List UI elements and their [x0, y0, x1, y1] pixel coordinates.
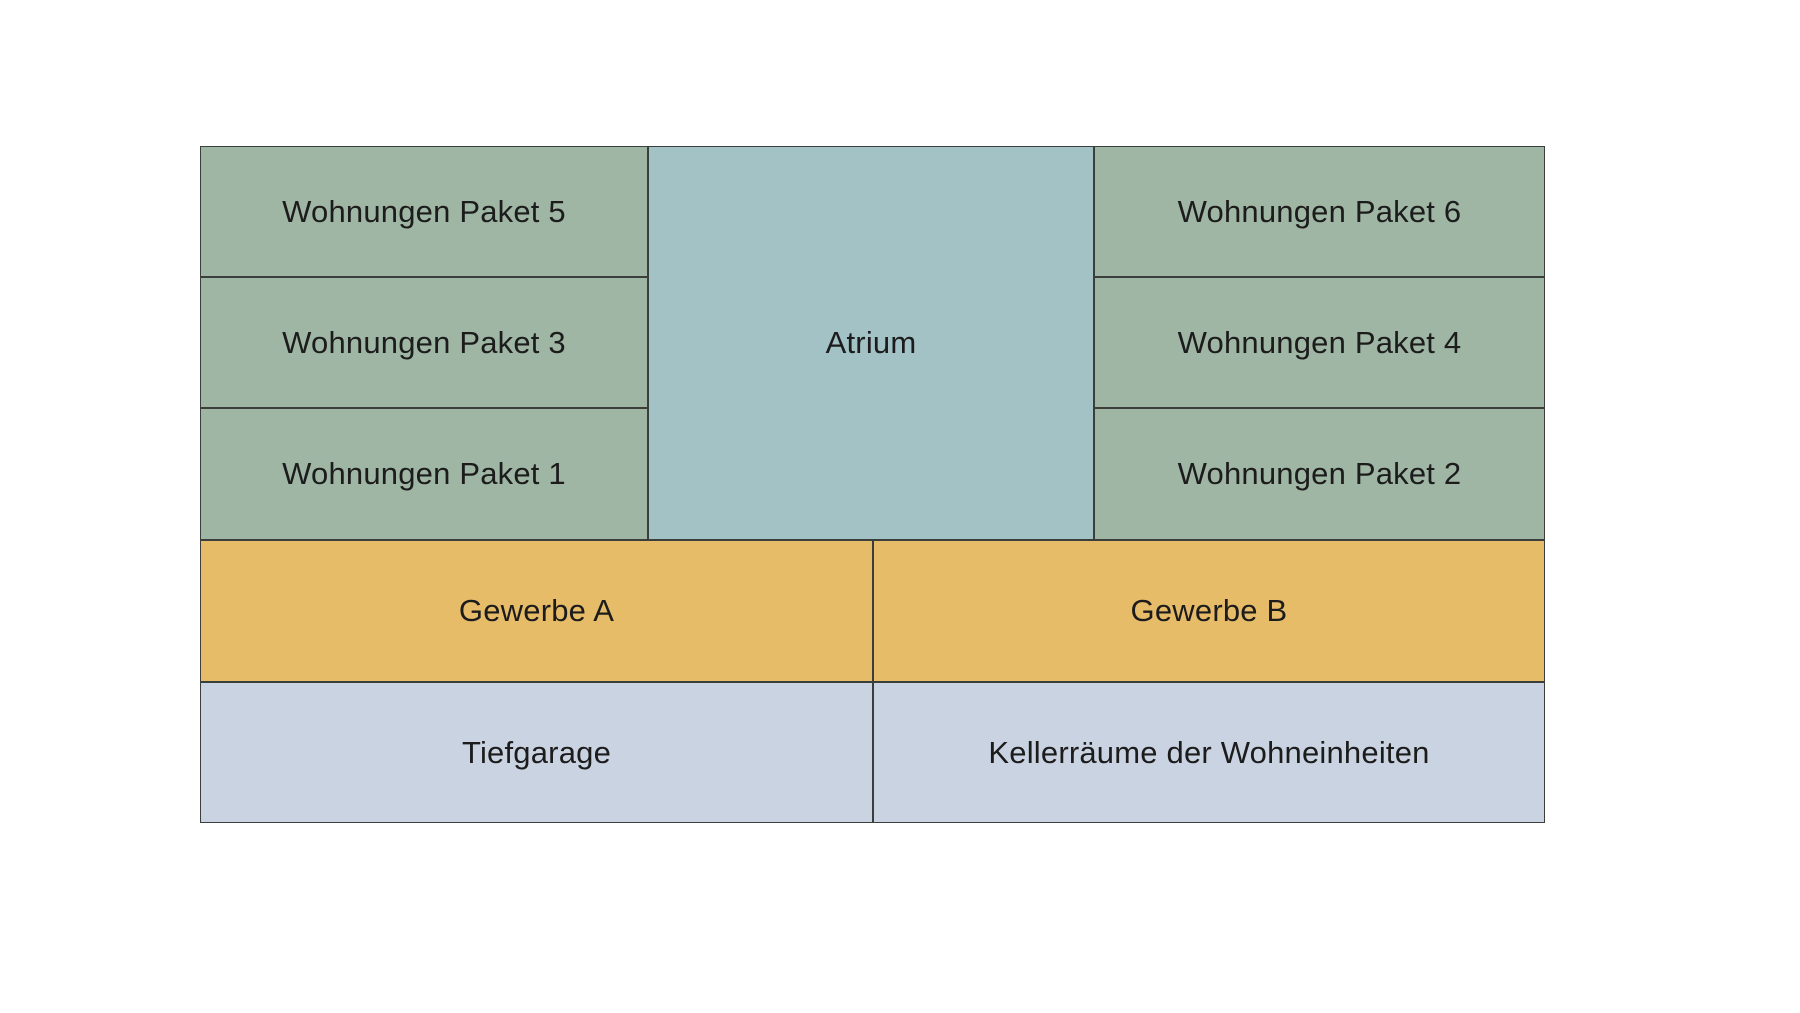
block-label: Wohnungen Paket 2 — [1177, 456, 1462, 491]
block-tiefgarage: Tiefgarage — [200, 682, 873, 823]
block-label: Wohnungen Paket 4 — [1177, 324, 1462, 360]
block-label: Gewerbe A — [458, 593, 615, 628]
block-wohnungen-paket-2: Wohnungen Paket 2 — [1094, 408, 1545, 540]
block-label: Wohnungen Paket 5 — [282, 193, 566, 229]
block-wohnungen-paket-1: Wohnungen Paket 1 — [200, 408, 648, 540]
block-atrium: Atrium — [648, 146, 1094, 540]
block-wohnungen-paket-4: Wohnungen Paket 4 — [1094, 277, 1545, 408]
block-kellerraeume: Kellerräume der Wohneinheiten — [873, 682, 1545, 823]
block-label: Kellerräume der Wohneinheiten — [988, 734, 1430, 770]
block-label: Gewerbe B — [1130, 593, 1288, 628]
block-label: Atrium — [825, 325, 917, 360]
block-gewerbe-a: Gewerbe A — [200, 540, 873, 682]
block-gewerbe-b: Gewerbe B — [873, 540, 1545, 682]
block-wohnungen-paket-5: Wohnungen Paket 5 — [200, 146, 648, 277]
block-label: Wohnungen Paket 6 — [1177, 193, 1462, 229]
block-label: Wohnungen Paket 1 — [282, 456, 566, 491]
building-structure-diagram: Wohnungen Paket 5 Wohnungen Paket 3 Wohn… — [200, 146, 1545, 823]
block-label: Wohnungen Paket 3 — [282, 324, 566, 360]
block-wohnungen-paket-6: Wohnungen Paket 6 — [1094, 146, 1545, 277]
block-wohnungen-paket-3: Wohnungen Paket 3 — [200, 277, 648, 408]
block-label: Tiefgarage — [461, 734, 612, 770]
